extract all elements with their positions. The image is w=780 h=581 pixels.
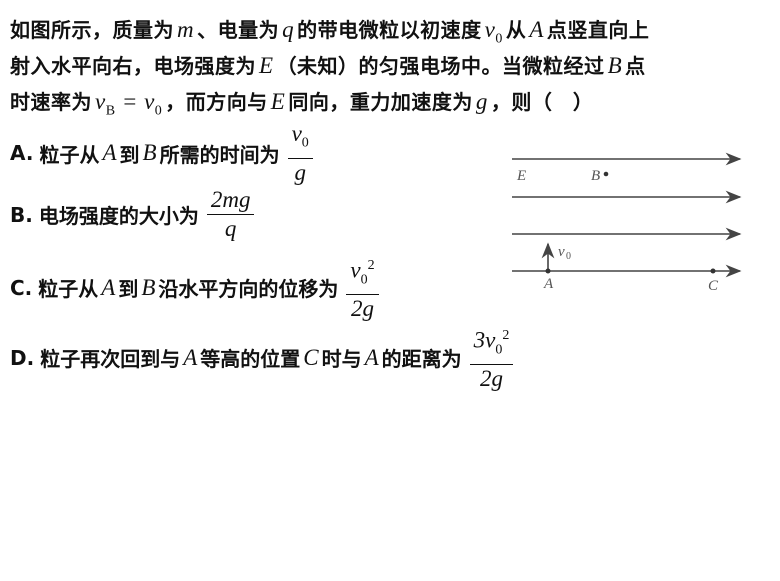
math: A bbox=[101, 274, 116, 300]
sup: 2 bbox=[367, 258, 375, 273]
math: B bbox=[141, 274, 156, 300]
option-letter: D. bbox=[10, 345, 35, 370]
text: 所需的时间为 bbox=[159, 142, 280, 167]
text: ，而方向与 bbox=[165, 90, 268, 114]
text: 从 bbox=[505, 18, 527, 42]
math-sub: B bbox=[105, 103, 116, 119]
text: 点 bbox=[625, 54, 646, 78]
fraction: v02 2g bbox=[346, 252, 379, 323]
math: g bbox=[475, 89, 488, 114]
math: A bbox=[183, 344, 198, 370]
text: 等高的位置 bbox=[200, 347, 301, 372]
text: 电场强度的大小为 bbox=[38, 204, 199, 228]
label-b: B bbox=[591, 168, 600, 184]
point-a bbox=[545, 268, 551, 274]
numerator: 3v bbox=[473, 327, 496, 353]
label-v: v bbox=[558, 244, 565, 260]
sub: 0 bbox=[495, 342, 503, 358]
math: C bbox=[303, 344, 319, 370]
denominator: g bbox=[294, 159, 306, 185]
option-letter: B. bbox=[10, 202, 33, 227]
label-c: C bbox=[708, 278, 719, 294]
text: 、电量为 bbox=[197, 18, 280, 42]
text: 到 bbox=[119, 142, 140, 167]
point-c bbox=[710, 268, 716, 274]
text: 的距离为 bbox=[381, 347, 462, 372]
fraction: v0 g bbox=[287, 120, 313, 187]
fraction: 3v02 2g bbox=[469, 322, 514, 393]
text: 沿水平方向的位移为 bbox=[158, 277, 339, 302]
denominator: 2g bbox=[351, 296, 375, 322]
text: 同向，重力加速度为 bbox=[288, 90, 473, 114]
math: B bbox=[607, 53, 623, 78]
math: q bbox=[282, 17, 295, 42]
math: A bbox=[102, 140, 117, 166]
text: 粒子再次回到与 bbox=[40, 347, 181, 372]
text: 点竖直向上 bbox=[546, 18, 650, 42]
text: 到 bbox=[118, 277, 139, 302]
text: 时与 bbox=[321, 347, 362, 372]
numerator: v bbox=[350, 257, 361, 283]
sub: 0 bbox=[301, 135, 309, 151]
math: v bbox=[95, 89, 106, 114]
text: 射入水平向右，电场强度为 bbox=[10, 54, 256, 78]
option-letter: C. bbox=[10, 275, 33, 300]
denominator: q bbox=[224, 216, 237, 241]
option-letter: A. bbox=[10, 141, 34, 166]
math: B bbox=[142, 140, 157, 166]
text: （未知）的匀强电场中。当微粒经过 bbox=[276, 54, 605, 78]
math: E bbox=[259, 53, 274, 78]
sup: 2 bbox=[502, 328, 510, 343]
text: ，则（ ） bbox=[490, 90, 594, 114]
math: A bbox=[364, 344, 379, 370]
point-b bbox=[603, 171, 609, 177]
label-v-sub: 0 bbox=[566, 251, 571, 262]
math: v bbox=[484, 17, 496, 42]
text: 时速率为 bbox=[10, 90, 92, 114]
math: = v bbox=[121, 89, 155, 114]
text: 的带电微粒以初速度 bbox=[297, 18, 482, 42]
text: 粒子从 bbox=[39, 142, 100, 167]
math: E bbox=[270, 89, 286, 114]
math-sub: 0 bbox=[154, 103, 163, 119]
label-a: A bbox=[543, 276, 554, 292]
math: A bbox=[529, 17, 544, 42]
denominator: 2g bbox=[480, 366, 504, 392]
sub: 0 bbox=[360, 272, 368, 288]
math: m bbox=[177, 17, 195, 42]
math-sub: 0 bbox=[495, 31, 503, 47]
text: 如图所示，质量为 bbox=[10, 18, 174, 42]
label-e: E bbox=[516, 168, 526, 184]
numerator: 2mg bbox=[206, 186, 255, 215]
numerator: v bbox=[291, 121, 302, 146]
text: 粒子从 bbox=[38, 277, 99, 302]
